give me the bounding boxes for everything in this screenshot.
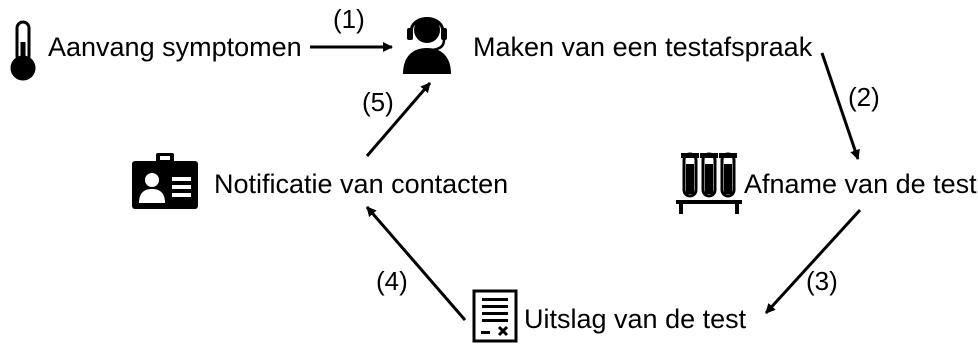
arrow-step-3 [764,208,862,315]
step-label-4: (4) [376,266,408,296]
node-label-result: Uitslag van de test [524,304,747,334]
id-card-icon [132,153,198,209]
step-label-3: (3) [806,266,838,296]
arrow-step-5 [365,82,432,157]
thermometer-icon [10,20,36,81]
node-label-sampling: Afname van de test [744,169,977,199]
test-tubes-icon [676,152,742,214]
document-icon [472,289,518,343]
step-label-5: (5) [362,87,394,117]
arrow-step-2 [820,52,860,160]
node-label-notification: Notificatie van contacten [214,169,509,199]
call-agent-icon [403,17,451,74]
step-label-2: (2) [848,82,880,112]
node-label-appointment: Maken van een testafspraak [473,32,813,62]
node-label-symptoms: Aanvang symptomen [48,32,302,62]
arrow-step-4 [365,206,467,321]
step-label-1: (1) [333,4,365,34]
